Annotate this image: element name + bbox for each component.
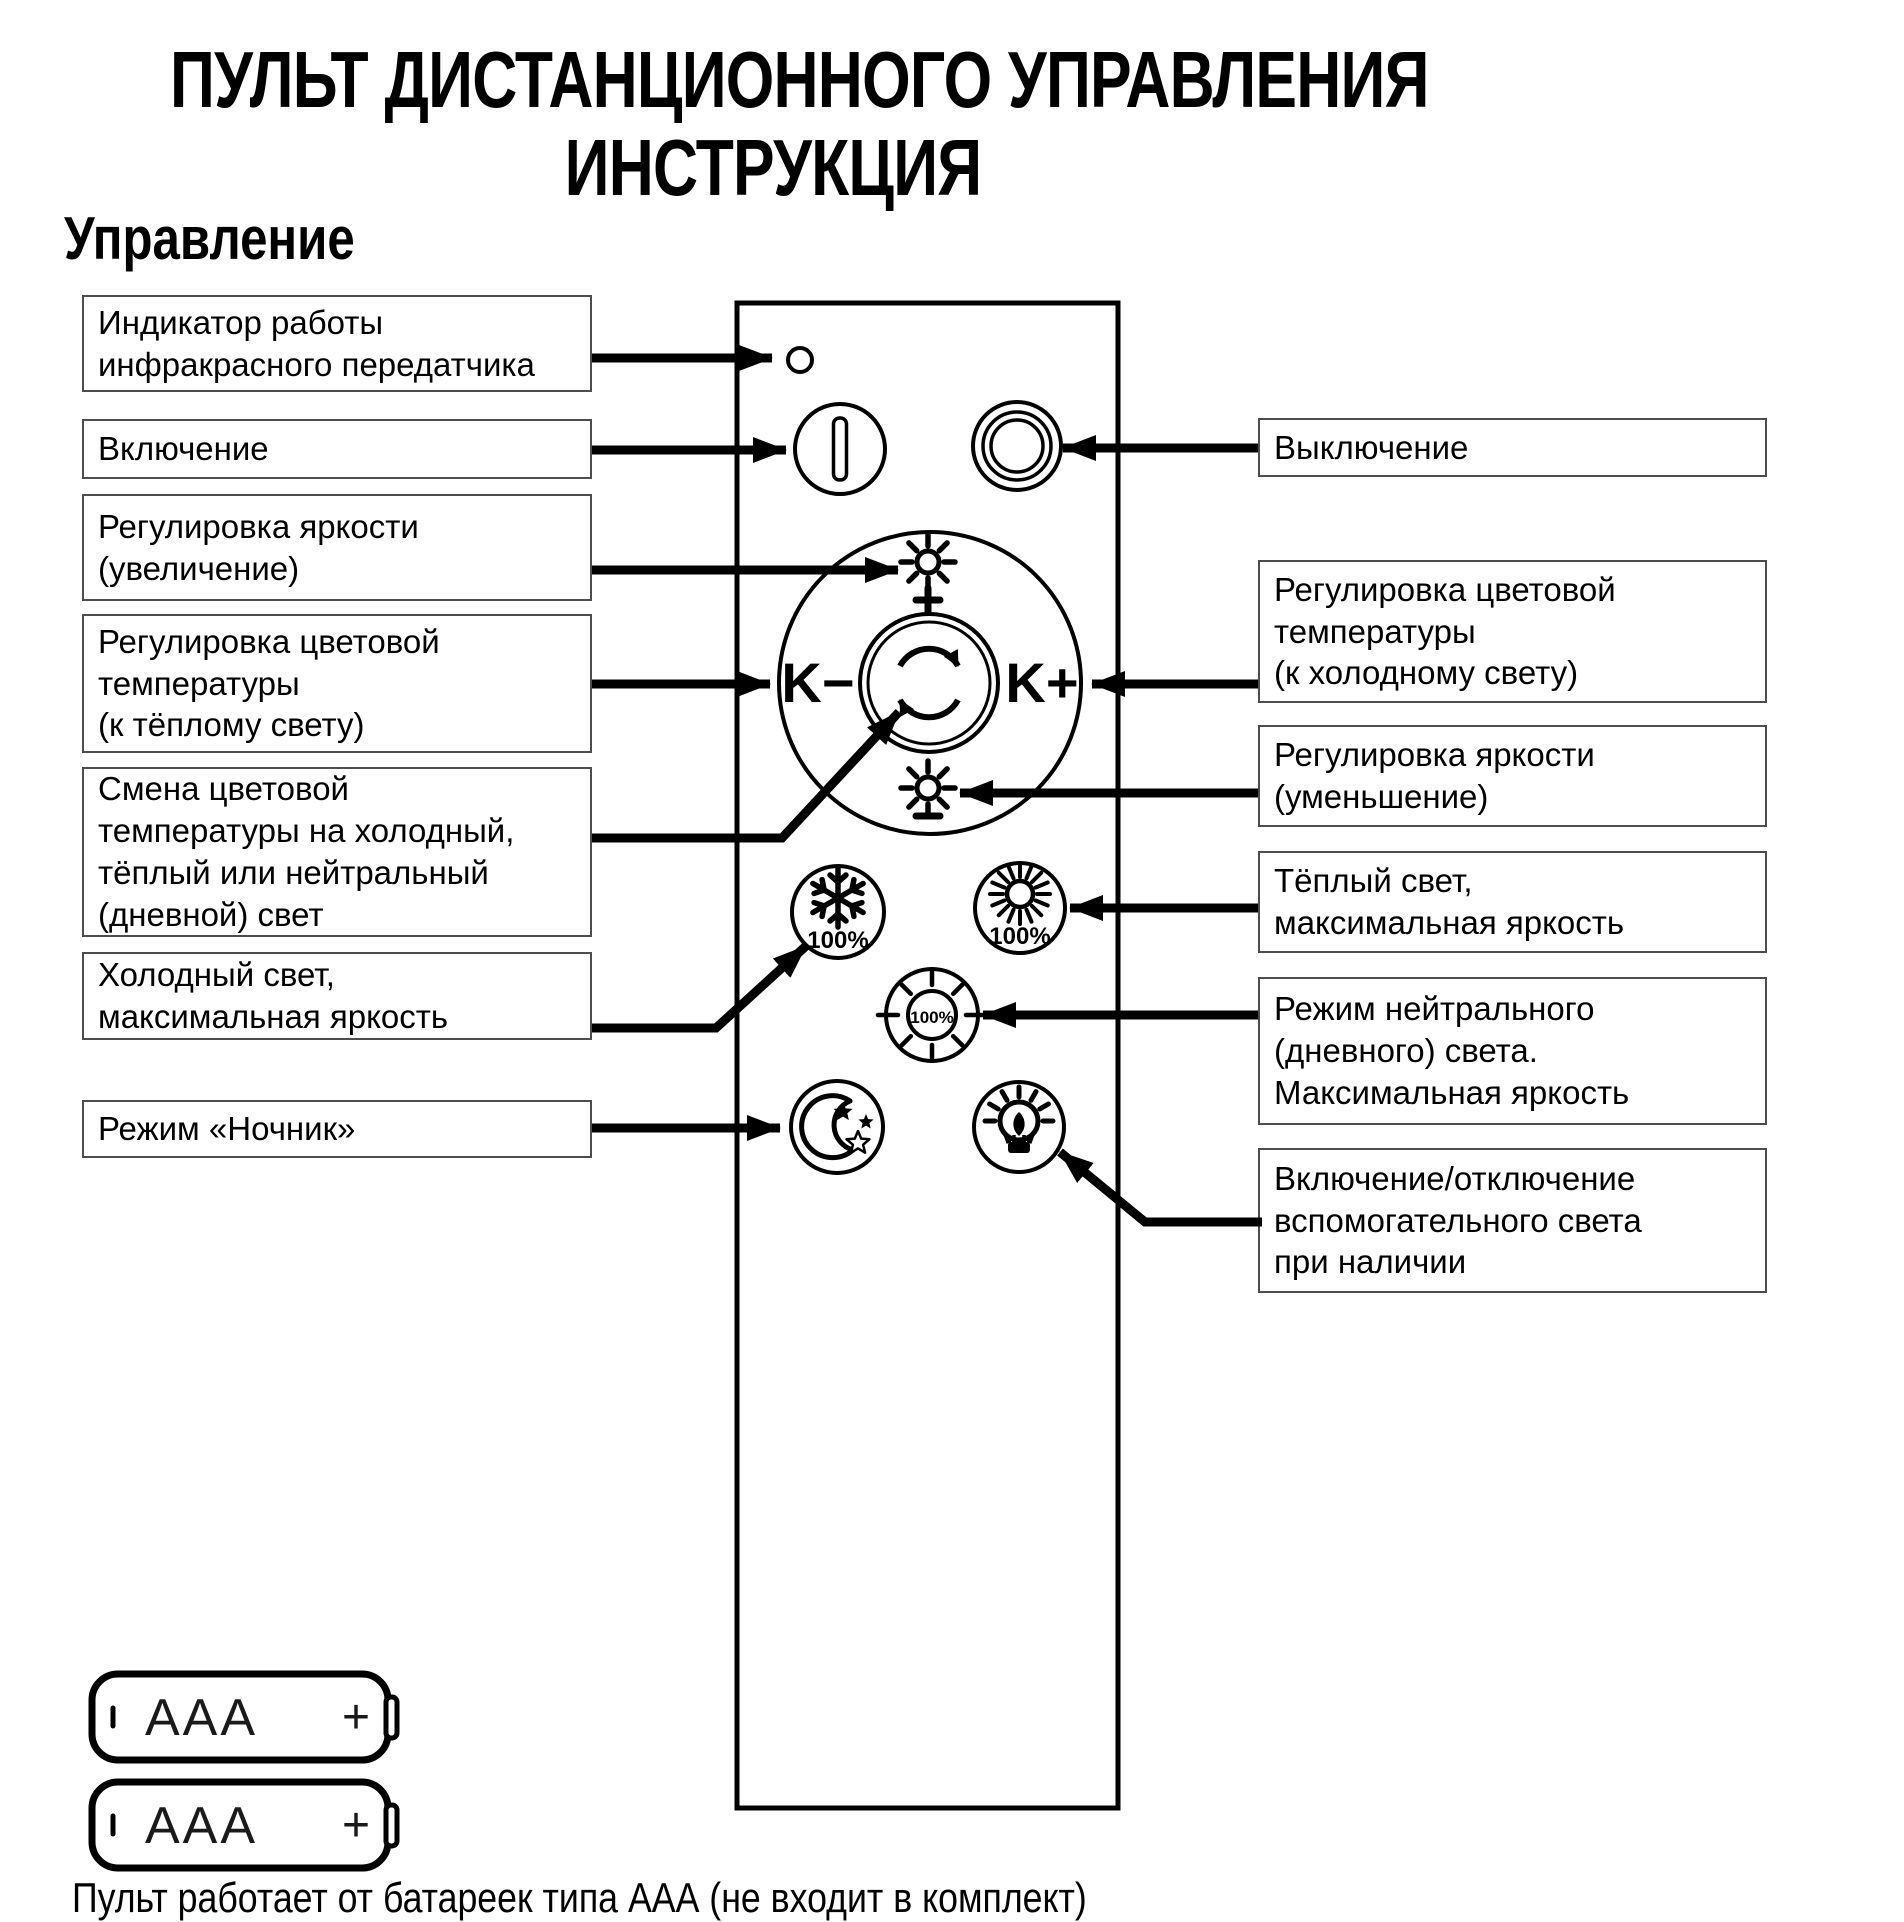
warm-max-percent-label: 100% (989, 923, 1050, 950)
k-plus-label: K+ (1005, 651, 1078, 714)
power-off-ring-icon (981, 410, 1053, 482)
battery-type-label: AAA (145, 1689, 258, 1747)
section-heading: Управление (64, 205, 355, 272)
label-warm-temp: Регулировка цветовой температуры (к тёпл… (82, 614, 592, 753)
battery-plus-terminal: + (342, 1799, 370, 1852)
plus-icon (912, 584, 944, 616)
label-brightness-up: Регулировка яркости (увеличение) (82, 494, 592, 601)
power-off-button (971, 400, 1063, 492)
label-temp-cycle: Смена цветовой температуры на холодный, … (82, 767, 592, 937)
label-ir-indicator: Индикатор работы инфракрасного передатчи… (82, 295, 592, 392)
label-aux-light-text: Включение/отключение вспомогательного св… (1274, 1159, 1642, 1281)
power-on-bar-icon (831, 416, 849, 482)
battery-type-label: AAA (145, 1797, 258, 1855)
neutral-sun-dashes-icon (875, 969, 989, 1061)
label-aux-light: Включение/отключение вспомогательного св… (1258, 1148, 1767, 1293)
label-power-off-text: Выключение (1274, 428, 1469, 466)
label-cool-temp-text: Регулировка цветовой температуры (к холо… (1274, 570, 1616, 692)
label-power-off: Выключение (1258, 418, 1767, 477)
power-on-button (793, 402, 887, 496)
label-brightness-down: Регулировка яркости (уменьшение) (1258, 725, 1767, 827)
dial-ring (777, 530, 1083, 836)
brightness-down-icon (901, 761, 955, 820)
warm-max-button: 100% (973, 861, 1067, 955)
arrow-aux-light (1057, 1148, 1262, 1227)
remote-body (734, 300, 1121, 1811)
label-brightness-down-text: Регулировка яркости (уменьшение) (1274, 736, 1595, 815)
cool-max-percent-label: 100% (807, 927, 868, 954)
label-night-mode-text: Режим «Ночник» (98, 1110, 356, 1148)
footer-note: Пульт работает от батареек типа ААА (не … (72, 1874, 1087, 1921)
label-neutral-max-text: Режим нейтрального (дневного) света. Мак… (1274, 990, 1630, 1111)
battery-plus-terminal: + (342, 1691, 370, 1744)
brightness-up-icon (901, 535, 955, 616)
label-power-on-text: Включение (98, 430, 269, 468)
label-power-on: Включение (82, 419, 592, 479)
cool-max-button: 100% (790, 864, 886, 960)
ir-indicator-dot (786, 346, 814, 374)
page-title-line2: ИНСТРУКЦИЯ (564, 123, 983, 212)
moon-icon (799, 1093, 856, 1161)
arrow-cool-max (592, 942, 810, 1033)
label-ir-indicator-text: Индикатор работы инфракрасного передатчи… (98, 303, 535, 383)
aux-light-button (972, 1080, 1066, 1174)
label-cool-max-text: Холодный свет, максимальная яркость (98, 956, 449, 1035)
label-cool-max: Холодный свет, максимальная яркость (82, 952, 592, 1040)
night-mode-button (789, 1079, 885, 1175)
label-temp-cycle-text: Смена цветовой температуры на холодный, … (98, 770, 515, 933)
star-outline-icon (845, 1129, 871, 1154)
neutral-max-percent-label: 100% (910, 1008, 953, 1027)
page-title: ПУЛЬТ ДИСТАНЦИОННОГО УПРАВЛЕНИЯ ИНСТРУКЦ… (0, 36, 1546, 212)
battery-nub (383, 1694, 400, 1741)
label-cool-temp: Регулировка цветовой температуры (к холо… (1258, 560, 1767, 703)
battery-aaa-1: AAA + (88, 1670, 400, 1764)
label-neutral-max: Режим нейтрального (дневного) света. Мак… (1258, 977, 1767, 1125)
battery-nub (383, 1802, 400, 1849)
page-title-line1: ПУЛЬТ ДИСТАНЦИОННОГО УПРАВЛЕНИЯ (170, 35, 1429, 124)
callout-arrows (592, 345, 1262, 1227)
label-warm-max-text: Тёплый свет, максимальная яркость (1274, 862, 1625, 941)
bulb-icon (982, 1084, 1056, 1153)
star-icon (833, 1102, 853, 1121)
neutral-max-button: 100% (875, 967, 989, 1063)
label-brightness-up-text: Регулировка яркости (увеличение) (98, 507, 419, 587)
cycle-button (858, 612, 1000, 754)
k-minus-label: K− (781, 651, 854, 714)
battery-aaa-2: AAA + (88, 1778, 400, 1872)
arrow-temp-cycle (592, 708, 903, 843)
label-warm-temp-text: Регулировка цветовой температуры (к тёпл… (98, 622, 440, 744)
star-icon (858, 1114, 874, 1129)
cycle-arrows-icon (897, 645, 961, 721)
label-warm-max: Тёплый свет, максимальная яркость (1258, 851, 1767, 953)
label-night-mode: Режим «Ночник» (82, 1100, 592, 1158)
